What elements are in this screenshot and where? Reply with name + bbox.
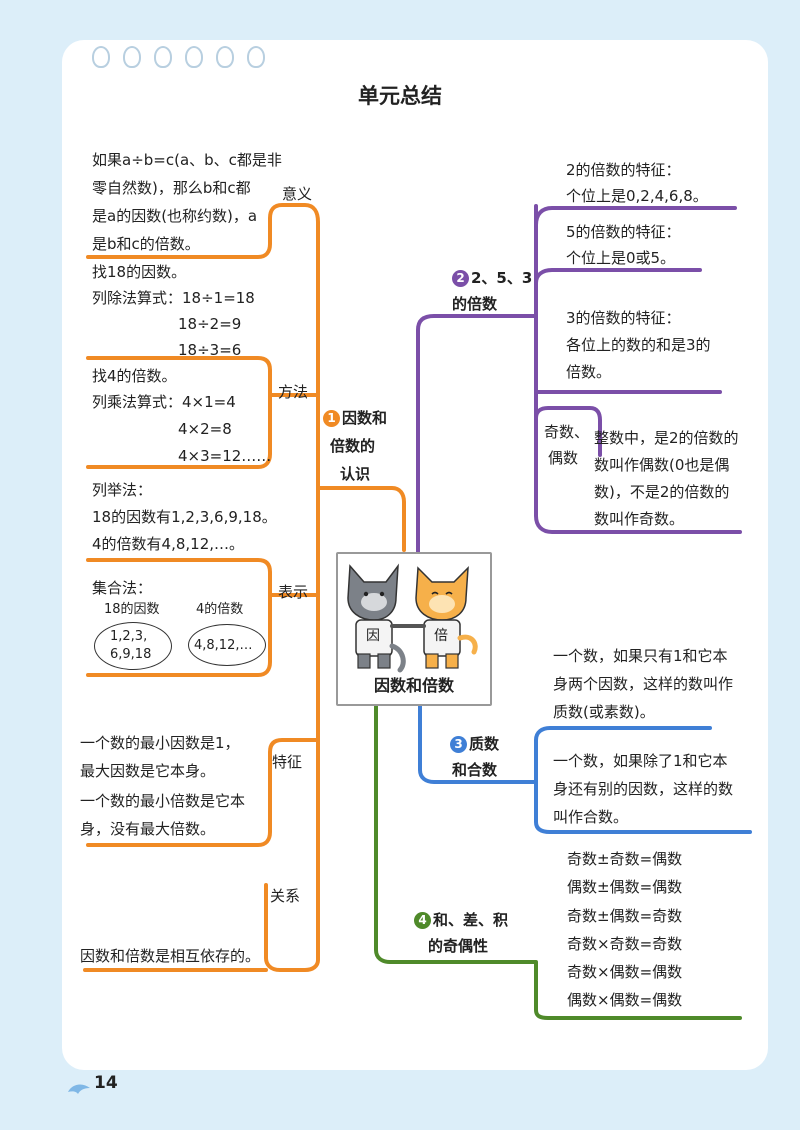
binder-ring: [247, 46, 265, 68]
branch-title-text: 和、差、积: [433, 911, 509, 929]
rule-five-line: 5的倍数的特征：: [566, 223, 681, 241]
set-multiple-values: 4,8,12,…: [194, 638, 253, 653]
multiple-find-line: 4×2=8: [178, 420, 232, 438]
cat-mascots-illustration: [347, 563, 478, 673]
multiple-find-line: 列乘法算式：4×1=4: [92, 393, 236, 411]
factor-set-ellipse: [94, 622, 172, 670]
meaning-line: 零自然数)，那么b和c都: [92, 179, 251, 197]
set-multiple-title: 4的倍数: [196, 602, 244, 617]
branch-title-text: 质数: [469, 735, 500, 753]
prime-line: 一个数，如果只有1和它本: [553, 647, 728, 665]
listing-line: 18的因数有1,2,3,6,9,18。: [92, 508, 277, 526]
shirt-label-multiple: 倍: [434, 628, 448, 644]
branch-4-title-line: 的奇偶性: [428, 937, 489, 955]
parity-rule: 偶数×偶数=偶数: [567, 991, 683, 1009]
relation-text: 因数和倍数是相互依存的。: [80, 947, 261, 965]
branch-3-title-line: 和合数: [452, 761, 498, 779]
multiple-set-ellipse: [188, 624, 266, 666]
rule-two-line: 个位上是0,2,4,6,8。: [566, 187, 708, 205]
rule-three-line: 3的倍数的特征：: [566, 309, 681, 327]
meaning-line: 是a的因数(也称约数)，a: [92, 207, 258, 225]
branch-number-badge: 4: [414, 912, 431, 929]
label-relation: 关系: [270, 887, 301, 905]
binder-ring: [123, 46, 141, 68]
odd-even-label: 偶数: [548, 449, 579, 467]
factor-find-line: 列除法算式：18÷1=18: [92, 289, 255, 307]
set-method-label: 集合法：: [92, 579, 153, 597]
composite-line: 身还有别的因数，这样的数: [553, 780, 734, 798]
branch-number-badge: 2: [452, 270, 469, 287]
factor-find-line: 找18的因数。: [92, 263, 187, 281]
feature-line: 一个数的最小倍数是它本: [80, 792, 246, 810]
listing-line: 列举法：: [92, 481, 153, 499]
center-topic-label: 因数和倍数: [373, 676, 454, 695]
branch-title-text: 因数和: [342, 409, 388, 427]
page-number: 14: [94, 1073, 118, 1093]
binder-ring: [185, 46, 203, 68]
rule-two-line: 2的倍数的特征：: [566, 161, 681, 179]
meaning-line: 如果a÷b=c(a、b、c都是非: [92, 151, 282, 169]
multiple-find-line: 4×3=12……: [178, 447, 272, 465]
dolphin-icon: [68, 1084, 90, 1094]
label-meaning: 意义: [282, 185, 313, 203]
composite-line: 叫作合数。: [553, 808, 629, 826]
label-feature: 特征: [272, 753, 303, 771]
branch-2-title-line: 的倍数: [452, 295, 498, 313]
parity-rule: 奇数±奇数=偶数: [567, 850, 683, 868]
prime-line: 身两个因数，这样的数叫作: [553, 675, 734, 693]
multiple-find-line: 找4的倍数。: [92, 367, 177, 385]
label-representation: 表示: [278, 583, 309, 601]
binder-ring: [154, 46, 172, 68]
factor-find-line: 18÷3=6: [178, 341, 242, 359]
branch-number-badge: 3: [450, 736, 467, 753]
parity-rule: 奇数×偶数=偶数: [567, 963, 683, 981]
odd-even-line: 整数中，是2的倍数的: [594, 429, 739, 447]
factor-find-line: 18÷2=9: [178, 315, 242, 333]
odd-even-line: 数叫作偶数(0也是偶: [594, 456, 730, 474]
binder-ring: [216, 46, 234, 68]
prime-line: 质数(或素数)。: [553, 703, 655, 721]
composite-line: 一个数，如果除了1和它本: [553, 752, 728, 770]
page-title: 单元总结: [358, 84, 442, 108]
listing-line: 4的倍数有4,8,12,…。: [92, 535, 245, 553]
odd-even-line: 数)，不是2的倍数的: [594, 483, 730, 501]
label-method: 方法: [278, 383, 309, 401]
feature-line: 身，没有最大倍数。: [80, 820, 216, 838]
rule-three-line: 各位上的数的和是3的: [566, 336, 711, 354]
parity-rule: 奇数×奇数=奇数: [567, 935, 683, 953]
binder-ring: [92, 46, 110, 68]
odd-even-line: 数叫作奇数。: [594, 510, 685, 528]
set-factor-values: 6,9,18: [110, 647, 152, 662]
branch-1-title-line: 倍数的: [330, 437, 376, 455]
parity-rule: 奇数±偶数=奇数: [567, 907, 683, 925]
shirt-label-factor: 因: [366, 628, 380, 644]
feature-line: 一个数的最小因数是1，: [80, 734, 240, 752]
odd-even-label: 奇数、: [544, 423, 590, 441]
feature-line: 最大因数是它本身。: [80, 762, 216, 780]
meaning-line: 是b和c的倍数。: [92, 235, 200, 253]
set-factor-values: 1,2,3,: [110, 629, 148, 644]
rule-three-line: 倍数。: [566, 363, 612, 381]
branch-number-badge: 1: [323, 410, 340, 427]
center-topic-box: 因 倍 因数和倍数: [336, 552, 492, 706]
parity-rule: 偶数±偶数=偶数: [567, 878, 683, 896]
rule-five-line: 个位上是0或5。: [566, 249, 676, 267]
branch-1-title-line: 认识: [340, 465, 371, 483]
branch-title-text: 2、5、3: [471, 269, 533, 287]
set-factor-title: 18的因数: [104, 602, 160, 617]
